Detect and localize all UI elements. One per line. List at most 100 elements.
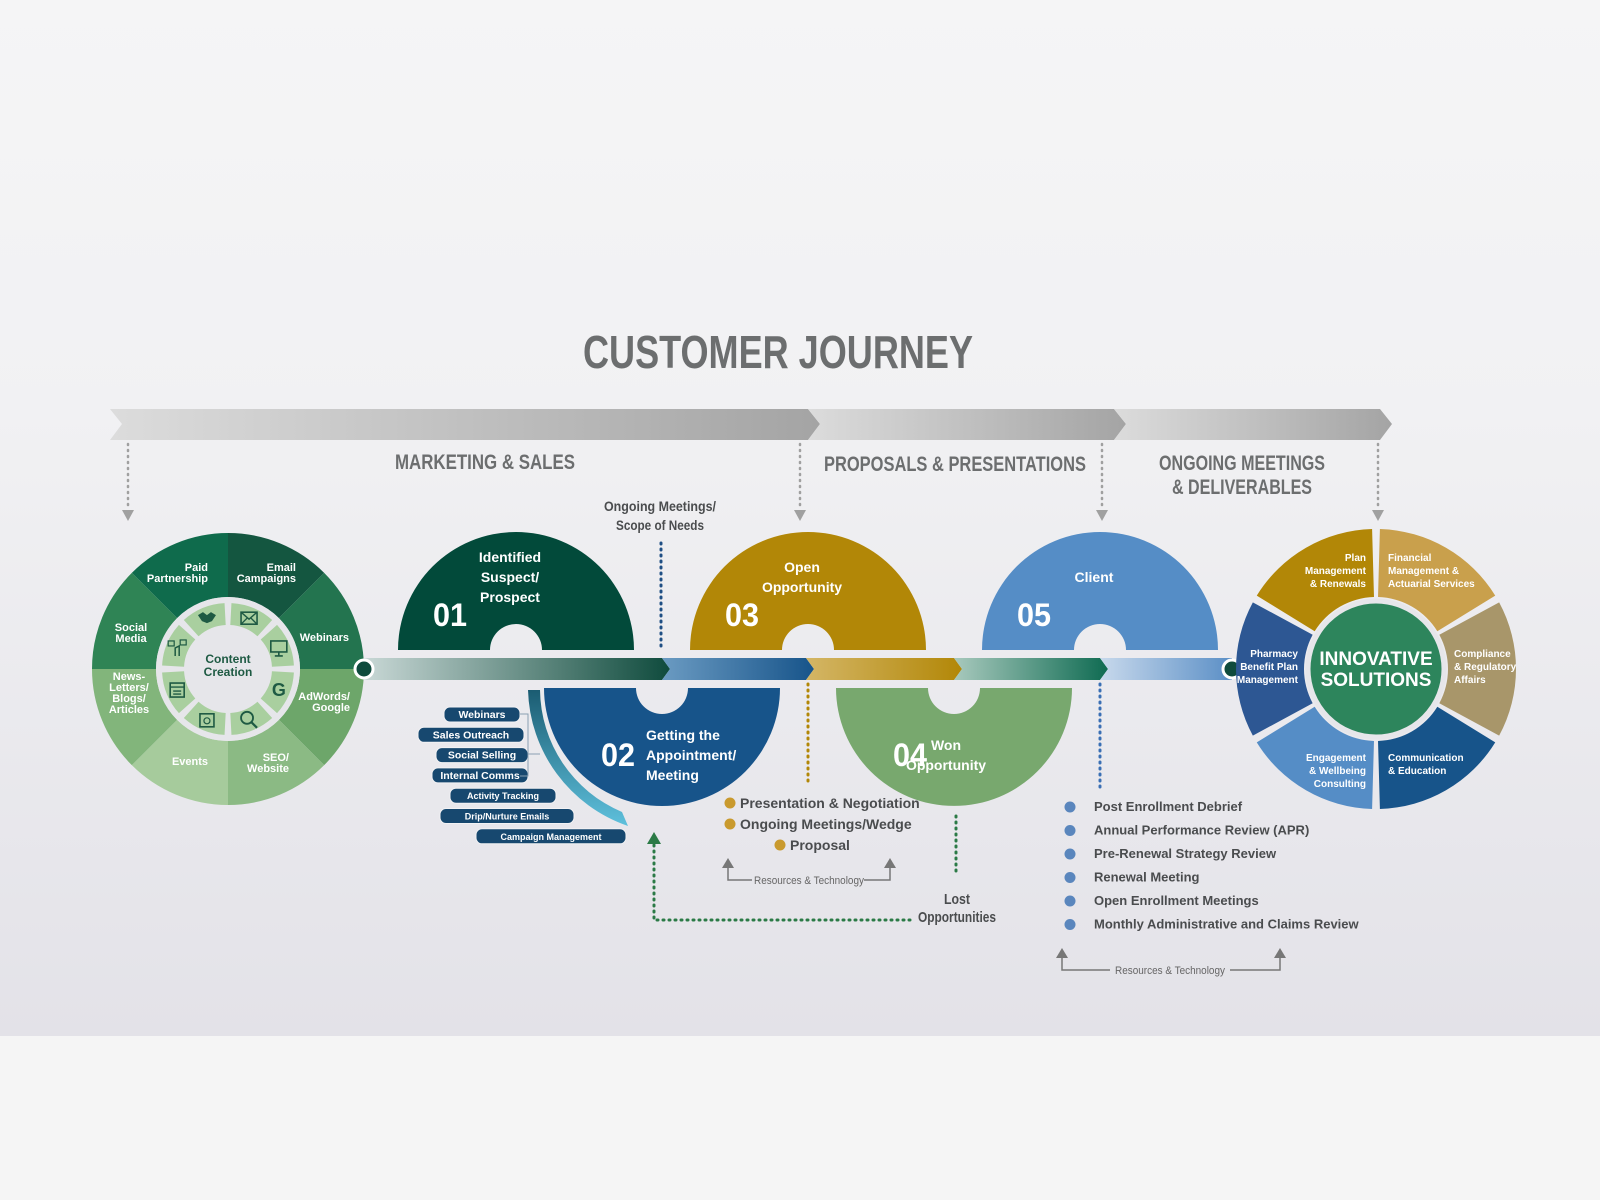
browser-window-icon (169, 682, 185, 698)
stage-label: Suspect/ (481, 569, 539, 585)
stage03-bullet: Proposal (790, 837, 850, 853)
handshake-icon (197, 612, 216, 624)
background-footer (0, 1036, 1600, 1200)
stage02-tag-label: Social Selling (448, 750, 516, 762)
stage-number: 02 (601, 737, 635, 773)
svg-text:G: G (272, 680, 286, 700)
marketing-segment-label: Google (312, 702, 350, 714)
stage-label: Appointment/ (646, 747, 736, 763)
marketing-segment (131, 719, 228, 805)
marketing-segment-label: Partnership (147, 573, 208, 585)
marketing-segment-label: AdWords/ (298, 691, 350, 703)
stage-shape (544, 688, 780, 806)
stage-label: Meeting (646, 767, 699, 783)
phase-band-segment-3 (1114, 409, 1392, 440)
stage-label: Opportunity (906, 757, 986, 773)
solutions-segment-label: & Regulatory (1454, 662, 1517, 673)
solutions-segment-label: Plan (1345, 553, 1366, 564)
google-g-icon: G (272, 680, 286, 700)
solutions-segment-label: Management & (1388, 566, 1459, 577)
ongoing-meetings-label-line1: Ongoing Meetings/ (604, 498, 716, 514)
marketing-segment (228, 719, 325, 805)
marketing-segment-label: Campaigns (237, 573, 296, 585)
marketing-segment-label: Email (267, 562, 296, 574)
stage03-bullet: Ongoing Meetings/Wedge (740, 816, 912, 832)
marketing-segment-label: Website (247, 763, 289, 775)
stage-shape (398, 532, 634, 650)
up-arrow-icon (1056, 948, 1068, 958)
content-creation-label: Creation (204, 665, 253, 679)
stage-label: Open (784, 559, 820, 575)
stage-shape (836, 688, 1072, 806)
down-arrow-icon (794, 510, 806, 521)
stage-number: 04 (893, 737, 927, 773)
timeline-segment-2 (662, 658, 814, 680)
solutions-segment-label: & Renewals (1310, 579, 1367, 590)
phase-label-marketing-sales: MARKETING & SALES (395, 451, 575, 474)
tag-connector (520, 713, 540, 777)
stage02-tag-label: Internal Comms (440, 770, 520, 782)
content-creation-hub (188, 629, 268, 709)
analytics-search-icon (240, 710, 258, 729)
up-arrow-icon (647, 832, 661, 844)
content-creation-label: Content (205, 652, 250, 666)
presentation-monitor-icon (270, 640, 288, 657)
inner-icon-tile (230, 701, 273, 735)
inner-icon-tile (162, 671, 196, 714)
marketing-segment (92, 572, 178, 669)
solutions-segment (1378, 529, 1496, 632)
stage-shape (690, 532, 926, 650)
stage05-bullet: Pre-Renewal Strategy Review (1094, 846, 1277, 861)
stage05-bullet: Post Enrollment Debrief (1094, 799, 1243, 814)
envelope-icon (240, 611, 258, 625)
phase-band (110, 409, 1392, 440)
page-title: CUSTOMER JOURNEY (583, 326, 973, 378)
stage-number: 03 (725, 597, 759, 633)
bullet-dot-icon (1064, 801, 1076, 813)
stage02-tag: Activity Tracking (449, 787, 557, 804)
marketing-segment (228, 533, 325, 619)
stage02-tag: Webinars (443, 706, 521, 723)
solutions-segment (1378, 706, 1496, 809)
solutions-segment-label: Management (1305, 566, 1367, 577)
stage02-arc-ribbon (528, 690, 628, 826)
timeline-segment-1 (364, 658, 670, 680)
stage02-tag: Sales Outreach (417, 726, 525, 743)
marketing-segment (92, 669, 178, 766)
stage-label: Opportunity (762, 579, 842, 595)
solutions-segment-label: Financial (1388, 553, 1432, 564)
timeline-start-node (353, 658, 375, 680)
ongoing-meetings-label-line2: Scope of Needs (616, 517, 704, 533)
phase-drop-arrows (126, 442, 1380, 510)
phase-band-segment-2 (808, 409, 1126, 440)
stage-label: Client (1075, 569, 1114, 585)
timeline-segment-5 (1100, 658, 1232, 680)
stage02-tag: Internal Comms (431, 767, 529, 784)
solutions-segment-label: & Wellbeing (1309, 766, 1366, 777)
stage02-tag: Social Selling (435, 747, 529, 764)
lost-opportunities-loop (652, 843, 912, 922)
solutions-segment (1235, 602, 1313, 736)
arrowhead-icons (122, 510, 1384, 521)
stage-shape (982, 532, 1218, 650)
up-arrow-icon (1274, 948, 1286, 958)
stage-number: 01 (433, 597, 467, 633)
stage-label: Identified (479, 549, 541, 565)
marketing-segment-label: SEO/ (263, 752, 289, 764)
inner-icon-tile (260, 671, 294, 714)
stage02-tag-label: Activity Tracking (467, 791, 539, 801)
stage05-bullet: Monthly Administrative and Claims Review (1094, 917, 1360, 932)
solutions-segment (1256, 706, 1374, 809)
stage02-tag: Drip/Nurture Emails (439, 808, 575, 824)
solutions-segment (1256, 529, 1374, 632)
marketing-segment-label: Articles (109, 704, 149, 716)
marketing-segment-label: Paid (185, 562, 208, 574)
solutions-segment-label: Consulting (1314, 779, 1366, 790)
